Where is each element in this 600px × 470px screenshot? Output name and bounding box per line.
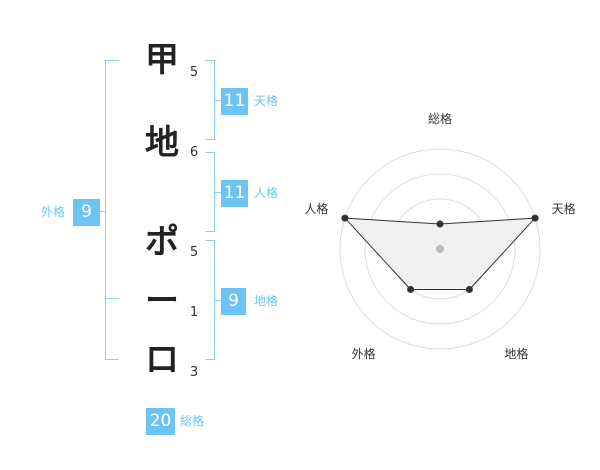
radar-point-3 <box>465 285 473 293</box>
chikaku-bracket <box>205 240 215 360</box>
gaikaku-connector <box>100 211 106 212</box>
name-char-2: 地 <box>145 123 179 163</box>
name-char-1: 甲 <box>145 40 179 80</box>
stroke-count-5: 3 <box>189 365 199 380</box>
radar-axis-label-4: 外格 <box>352 346 376 361</box>
radar-point-1 <box>436 220 444 228</box>
radar-grid-ring-3 <box>364 173 516 325</box>
jinkaku-connector <box>215 192 221 193</box>
chikaku-value: 9 <box>221 288 246 315</box>
tenkaku-bracket <box>205 60 215 140</box>
radar-center-dot <box>436 245 444 253</box>
radar-axis-label-2: 天格 <box>552 201 576 216</box>
stroke-count-1: 5 <box>189 65 199 80</box>
name-char-5: ロ <box>145 340 179 380</box>
radar-point-2 <box>531 214 539 222</box>
jinkaku-value: 11 <box>221 180 248 207</box>
radar-axis-label-1: 総格 <box>428 111 452 126</box>
chikaku-label: 地格 <box>254 294 279 308</box>
jinkaku-bracket <box>205 152 215 232</box>
tenkaku-connector <box>215 100 221 101</box>
tenkaku-value: 11 <box>221 88 248 115</box>
jinkaku-label: 人格 <box>254 186 279 200</box>
name-char-3: ポ <box>145 222 179 262</box>
radar-point-4 <box>407 285 415 293</box>
gaikaku-divider <box>105 298 119 299</box>
radar-axis-label-5: 人格 <box>304 201 328 216</box>
gaikaku-bracket <box>105 60 119 360</box>
radar-grid-ring-4 <box>339 148 541 350</box>
chikaku-connector <box>215 300 221 301</box>
tenkaku-label: 天格 <box>254 94 279 108</box>
gaikaku-label: 外格 <box>41 205 66 219</box>
stroke-count-2: 6 <box>189 145 199 160</box>
stroke-count-4: 1 <box>189 305 199 320</box>
soukaku-value: 20 <box>146 408 175 435</box>
radar-data-polygon <box>343 217 537 290</box>
gaikaku-value: 9 <box>73 199 100 226</box>
name-char-4: ー <box>145 281 179 321</box>
stroke-count-3: 5 <box>189 245 199 260</box>
radar-axis-label-3: 地格 <box>504 346 528 361</box>
soukaku-label: 総格 <box>180 414 205 428</box>
radar-point-5 <box>341 214 349 222</box>
